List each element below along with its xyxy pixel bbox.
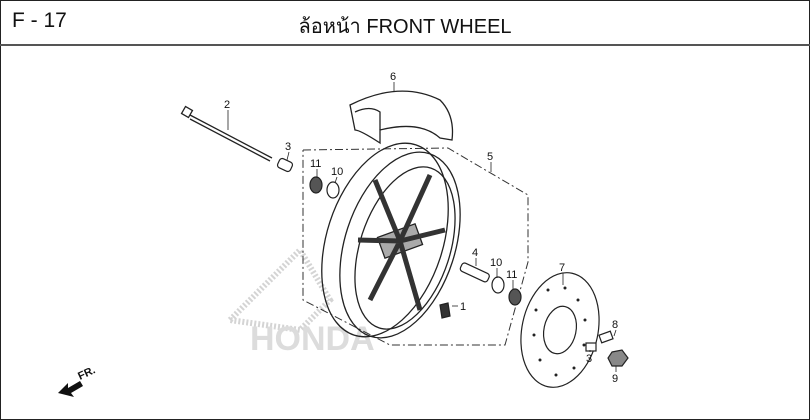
callout-8: 8	[612, 319, 618, 331]
direction-label: FR.	[76, 364, 97, 382]
brake-disc-part-7	[520, 272, 600, 388]
callout-3b: 3	[586, 353, 592, 365]
tire-part-6	[349, 90, 454, 145]
leader-lines	[227, 82, 617, 372]
callout-7: 7	[559, 262, 565, 274]
arrow-icon	[58, 381, 83, 397]
axle-part-2	[180, 105, 273, 162]
callout-6: 6	[390, 71, 396, 83]
header: F - 17 ล้อหน้า FRONT WHEEL	[0, 0, 810, 46]
callout-11b: 11	[506, 269, 517, 281]
callout-1: 1	[460, 301, 466, 313]
seal-part-11b	[508, 288, 522, 306]
honda-watermark: HONDA	[223, 245, 375, 358]
wheel-part-5	[321, 142, 461, 339]
collar-part-3b	[585, 342, 597, 352]
front-direction-arrow: FR.	[58, 364, 97, 397]
section-code: F - 17	[12, 9, 67, 32]
bearing-part-10	[326, 181, 340, 199]
bearing-part-10b	[491, 276, 505, 294]
callout-2: 2	[224, 99, 230, 111]
callout-3: 3	[285, 141, 291, 153]
collar-part-3	[276, 157, 294, 173]
collar-part-4	[459, 262, 490, 283]
valve-part-1	[439, 302, 451, 319]
parts-diagram: HONDA	[58, 71, 629, 397]
callout-5: 5	[487, 151, 493, 163]
callout-11: 11	[310, 158, 321, 170]
callout-10: 10	[331, 166, 343, 178]
bolt-part-8	[598, 330, 614, 344]
page-title: ล้อหน้า FRONT WHEEL	[298, 16, 512, 38]
callout-9: 9	[612, 373, 618, 385]
nut-part-9	[607, 349, 629, 367]
svg-text:HONDA: HONDA	[250, 320, 375, 358]
callout-4: 4	[472, 247, 478, 259]
callout-10b: 10	[490, 257, 502, 269]
seal-part-11	[309, 176, 323, 194]
